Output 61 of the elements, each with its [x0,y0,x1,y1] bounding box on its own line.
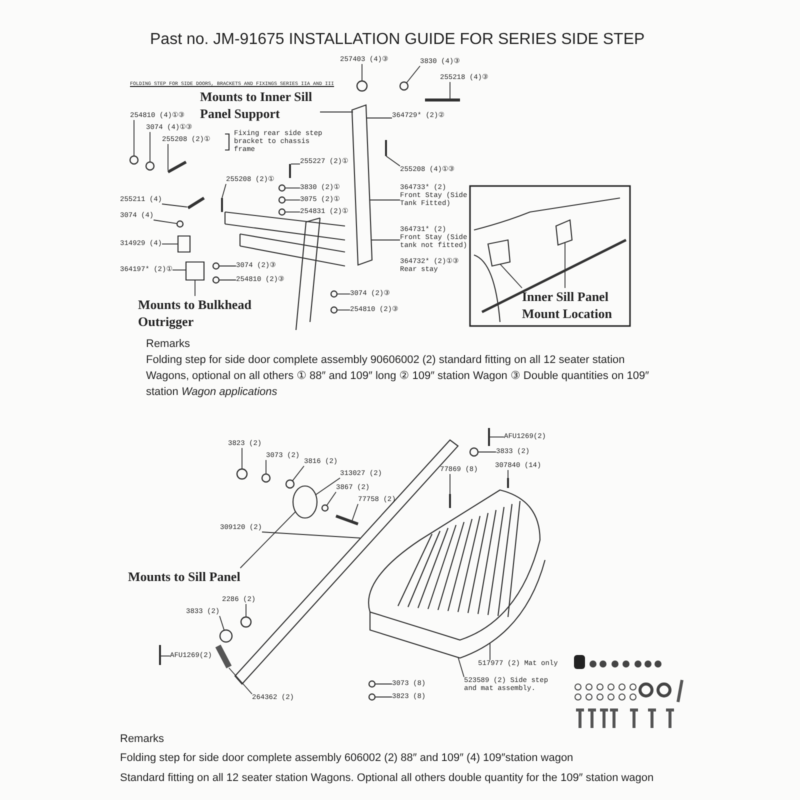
leader-line [240,511,296,568]
bolt-icon [187,196,205,210]
washer-icon [261,473,271,483]
bracket-icon [185,261,205,281]
leader-line [315,478,340,496]
bolt-icon [425,98,460,102]
washer-icon [356,80,368,92]
leader-line [262,532,360,538]
leader-line [162,204,188,208]
washer-icon [240,616,252,628]
leader-line [222,184,226,198]
page-title: Past no. JM-91675 INSTALLATION GUIDE FOR SERIES SIDE STEP [150,30,646,50]
mount-label: Mounts to Inner Sill Panel Support [200,88,320,122]
washer-icon [145,161,155,171]
nut-icon [368,693,376,701]
mount-label: Mounts to Sill Panel [128,568,240,585]
bolt-icon [335,514,359,526]
washer-icon [469,447,479,457]
spring-icon [215,644,232,668]
leader-line [194,280,196,296]
leader-line [219,616,225,631]
washer-icon [278,184,286,192]
washer-icon [212,262,220,270]
leader-line [374,696,392,698]
bolt-icon [167,160,187,174]
remarks-heading: Remarks [120,732,164,747]
leader-line [490,436,504,438]
washer-icon [285,479,295,489]
leader-line [564,242,566,288]
nut-icon [236,468,248,480]
washer-icon [176,220,184,228]
washer-icon [321,504,329,512]
leader-line [326,492,336,506]
washer-icon [219,629,233,643]
mount-label: Inner Sill Panel Mount Location [522,288,626,322]
spacer-icon [177,235,191,253]
leader-line [228,668,252,694]
leader-line [500,264,522,288]
leader-line [406,66,420,84]
remarks-text: Folding step for side door complete assembly 606002 (2) 88″ and 109″ (4) 109″station wagon [120,751,574,766]
nut-icon [278,208,286,216]
washer-icon [399,81,409,91]
remarks-text: Standard fitting on all 12 seater station Wagons. Optional all others double quantity for the 109″ station wagon [120,771,655,786]
mount-bracket-icon [555,219,573,246]
mount-label: Mounts to Bulkhead Outrigger [138,296,288,330]
washer-icon [129,155,139,165]
leader-line [352,504,358,522]
mount-bracket-icon [487,239,511,267]
leader-line [292,466,304,482]
nut-icon [212,276,220,284]
nut-icon [330,306,338,314]
washer-icon [330,290,338,298]
roller-icon [292,485,318,519]
leader-line [386,156,400,166]
washer-icon [278,196,286,204]
stay-drawing [351,104,373,266]
remarks-heading: Remarks [146,337,190,352]
leader-line [458,656,464,678]
leader-line [153,220,178,224]
remarks-text: Folding step for side door complete assembly 90606002 (2) standard fitting on all 12 seater station Wagons, optional on all others ① 88″ and 109″ long ② 109″ station Wagon ③ Double quantities on 109″ station Wagon applications [146,353,650,400]
washer-icon [368,680,376,688]
